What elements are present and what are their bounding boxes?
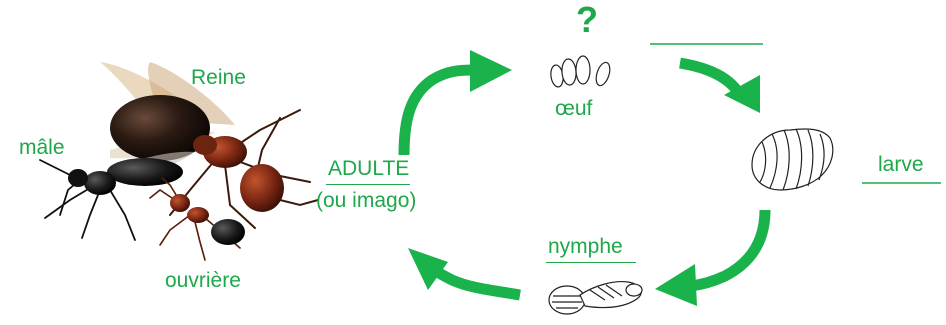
worker-label: ouvrière xyxy=(165,270,241,291)
question-mark: ? xyxy=(576,2,598,38)
cycle-arrow-egg-to-larva xyxy=(680,63,760,113)
adult-underline xyxy=(326,184,410,185)
pupa-underline xyxy=(546,262,636,263)
adult-alt-label: (ou imago) xyxy=(316,190,416,211)
cycle-arrow-adult-to-egg xyxy=(404,50,512,155)
adult-label: ADULTE xyxy=(328,158,409,179)
queen-label: Reine xyxy=(191,67,246,88)
egg-label: œuf xyxy=(555,98,592,119)
ants-photo xyxy=(40,62,318,260)
queen-ant xyxy=(110,95,284,212)
larva-label: larve xyxy=(878,154,924,175)
pupa-label: nymphe xyxy=(548,236,623,257)
cycle-arrow-pupa-to-adult xyxy=(408,248,520,295)
worker-ant xyxy=(150,178,245,260)
pupa-icon xyxy=(549,282,642,314)
cycle-arrows xyxy=(404,50,765,306)
male-label: mâle xyxy=(19,137,65,158)
larva-icon xyxy=(752,129,833,190)
male-ant xyxy=(40,152,195,240)
egg-icon xyxy=(550,56,613,88)
cycle-arrow-larva-to-pupa xyxy=(655,210,765,306)
